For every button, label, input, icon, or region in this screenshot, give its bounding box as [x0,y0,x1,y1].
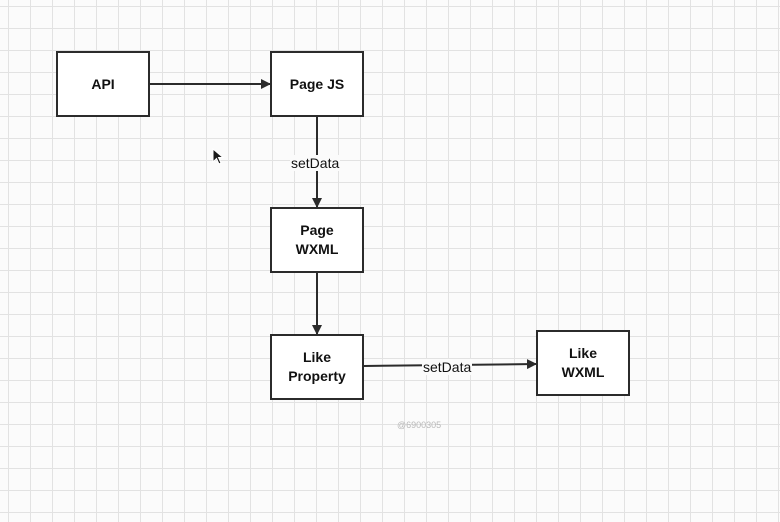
node-like-wxml-label: Like WXML [561,345,605,380]
node-api[interactable]: API [56,51,150,117]
node-like-property-label: Like Property [288,349,346,384]
node-page-js[interactable]: Page JS [270,51,364,117]
node-page-wxml-label: Page WXML [295,222,339,257]
watermark: @6900305 [397,420,442,430]
node-page-wxml[interactable]: Page WXML [270,207,364,273]
edge-label-setdata-vertical: setData [290,155,341,171]
arrow-cursor-icon [212,148,224,165]
node-like-wxml[interactable]: Like WXML [536,330,630,396]
node-page-js-label: Page JS [289,75,345,92]
edge-label-setdata-horizontal: setData [422,359,473,375]
node-like-property[interactable]: Like Property [270,334,364,400]
node-api-label: API [91,75,115,92]
